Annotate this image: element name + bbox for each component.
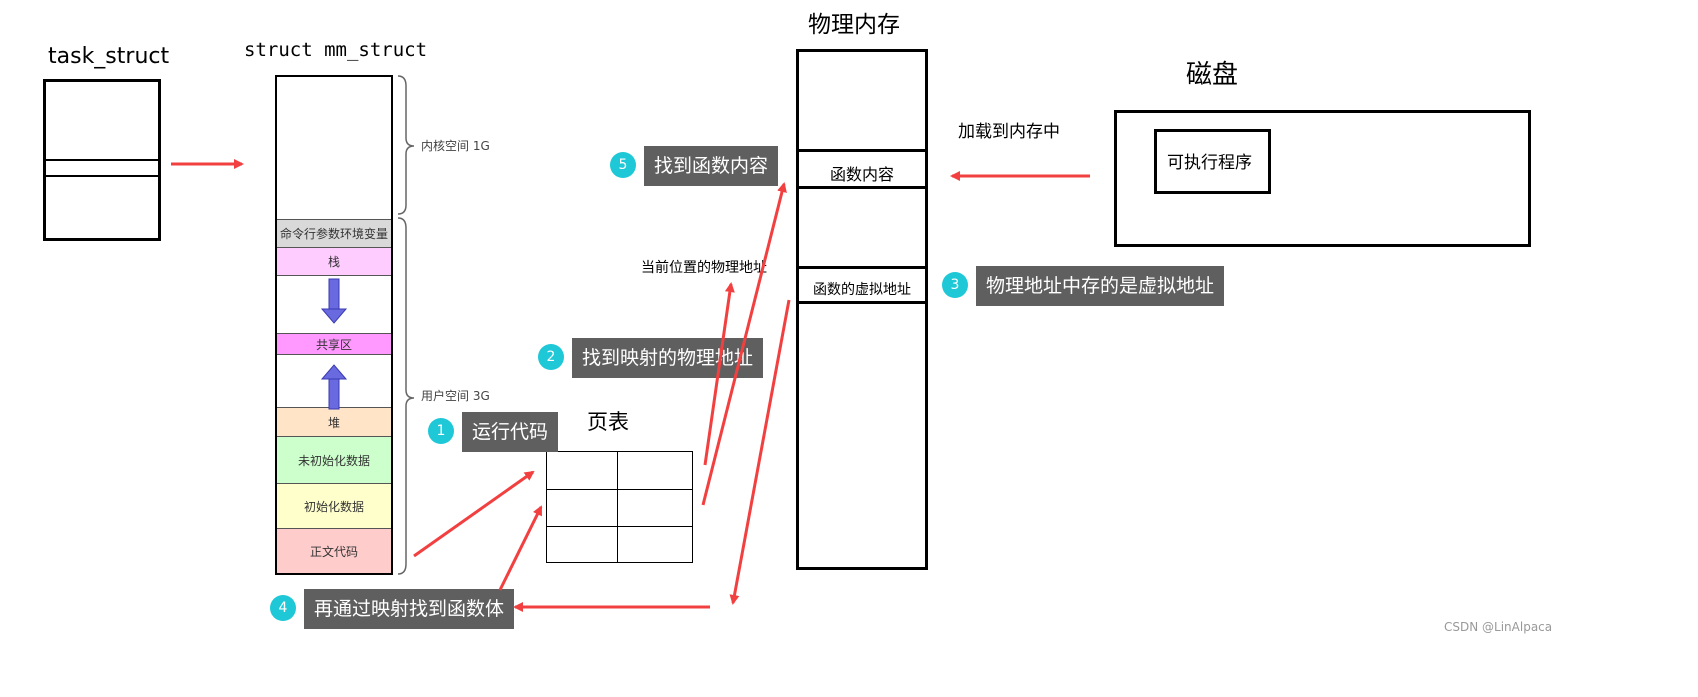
current-phys-addr-label: 当前位置的物理地址: [641, 260, 767, 276]
code-to-pagetable-arrow: [413, 470, 535, 558]
step-1-callout: 运行代码: [462, 412, 559, 452]
mm-segment-stack: 栈: [277, 248, 391, 276]
heap-grow-arrow: [320, 364, 348, 410]
mm-segment-text: 正文代码: [277, 529, 391, 573]
task-struct-divider: [46, 175, 158, 177]
page-table-divider: [547, 526, 692, 527]
step4-to-pagetable-arrow: [498, 505, 543, 591]
step-4-callout: 再通过映射找到函数体: [304, 589, 515, 629]
function-vaddr-cell: 函数的虚拟地址: [813, 282, 911, 298]
watermark: CSDN @LinAlpaca: [1444, 620, 1553, 634]
page-table-divider: [547, 489, 692, 490]
pagetable-to-phys-arrow: [703, 282, 735, 466]
user-space-label: 用户空间 3G: [421, 389, 490, 403]
step-3-callout: 物理地址中存的是虚拟地址: [976, 266, 1225, 306]
load-to-memory-label: 加载到内存中: [958, 122, 1060, 142]
step-2-callout: 找到映射的物理地址: [572, 338, 764, 378]
mm-segment-data: 初始化数据: [277, 484, 391, 529]
mm-segment-args-env: 命令行参数环境变量: [277, 220, 391, 248]
executable-label: 可执行程序: [1167, 153, 1252, 173]
task-struct-title: task_struct: [48, 44, 170, 69]
step-1-badge: 1: [428, 418, 454, 444]
disk-title: 磁盘: [1186, 60, 1239, 90]
mm-segment-bss: 未初始化数据: [277, 437, 391, 484]
page-table-divider: [617, 452, 618, 562]
physical-memory-divider: [799, 149, 925, 152]
step-4-badge: 4: [270, 595, 296, 621]
physical-memory-divider: [799, 186, 925, 189]
stack-grow-arrow: [320, 278, 348, 324]
physical-memory-divider: [799, 266, 925, 269]
step-5-badge: 5: [610, 152, 636, 178]
kernel-space-brace: [397, 75, 415, 215]
executable-box: 可执行程序: [1154, 129, 1271, 194]
page-table-title: 页表: [587, 410, 629, 434]
user-space-brace: [397, 217, 415, 575]
function-content-cell: 函数内容: [829, 165, 894, 184]
mm-segment-kernel: [277, 77, 391, 220]
task-struct-box: [43, 79, 161, 241]
mm-segment-shared: 共享区: [277, 334, 391, 355]
physical-memory-divider: [799, 301, 925, 304]
step-3-badge: 3: [942, 272, 968, 298]
kernel-space-label: 内核空间 1G: [421, 139, 490, 153]
page-table-grid: [546, 451, 693, 563]
mm-struct-box: 命令行参数环境变量 栈 共享区 堆 未初始化数据 初始化数据 正文代码: [275, 75, 393, 575]
physical-memory-box: 函数内容 函数的虚拟地址: [796, 49, 928, 570]
physical-memory-title: 物理内存: [808, 12, 900, 38]
vaddr-down-arrow: [729, 299, 791, 605]
mm-segment-heap: 堆: [277, 408, 391, 437]
mm-struct-title: struct mm_struct: [244, 39, 428, 61]
step-5-callout: 找到函数内容: [644, 146, 779, 186]
pagetable-to-content-arrow: [701, 182, 787, 506]
task-struct-divider: [46, 159, 158, 161]
step-2-badge: 2: [538, 344, 564, 370]
